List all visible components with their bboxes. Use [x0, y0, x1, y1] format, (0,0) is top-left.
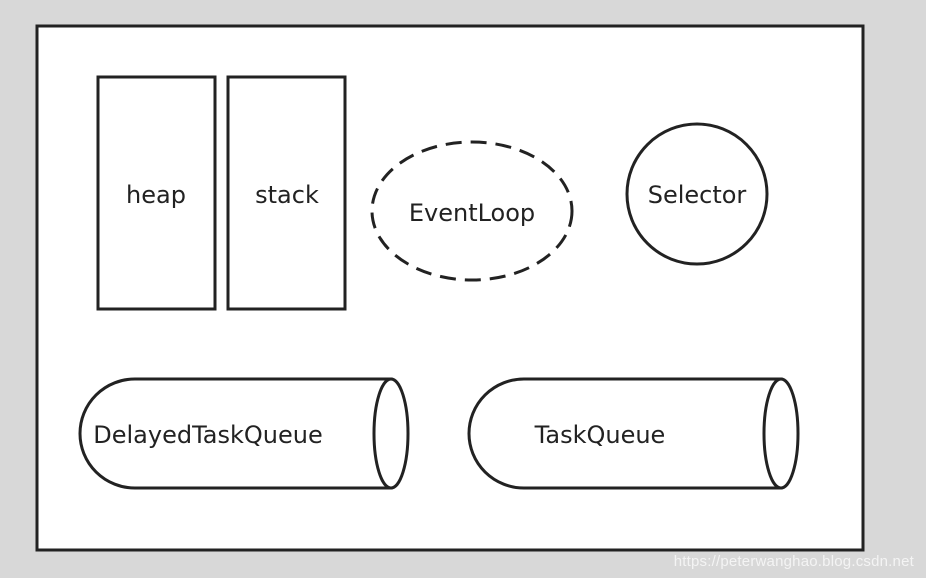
task-queue-node: TaskQueue	[467, 377, 800, 490]
heap-label: heap	[126, 181, 186, 209]
task-queue-label: TaskQueue	[534, 421, 666, 449]
task-queue-end-cap	[762, 377, 800, 490]
event-loop-ellipse	[370, 140, 574, 282]
diagram-frame	[35, 24, 865, 552]
event-loop-label: EventLoop	[409, 199, 535, 227]
delayed-task-queue-node: DelayedTaskQueue	[78, 377, 410, 490]
stack-node: stack	[226, 75, 347, 311]
heap-box	[96, 75, 217, 311]
watermark: https://peterwanghao.blog.csdn.net	[673, 553, 914, 570]
delayed-task-queue-body	[78, 377, 393, 490]
stack-label: stack	[255, 181, 319, 209]
stack-box	[226, 75, 347, 311]
event-loop-node: EventLoop	[370, 140, 574, 282]
selector-node: Selector	[625, 122, 769, 266]
task-queue-body	[467, 377, 783, 490]
selector-circle	[625, 122, 769, 266]
delayed-task-queue-end-cap	[372, 377, 410, 490]
heap-node: heap	[96, 75, 217, 311]
delayed-task-queue-label: DelayedTaskQueue	[93, 421, 322, 449]
selector-label: Selector	[648, 181, 747, 209]
